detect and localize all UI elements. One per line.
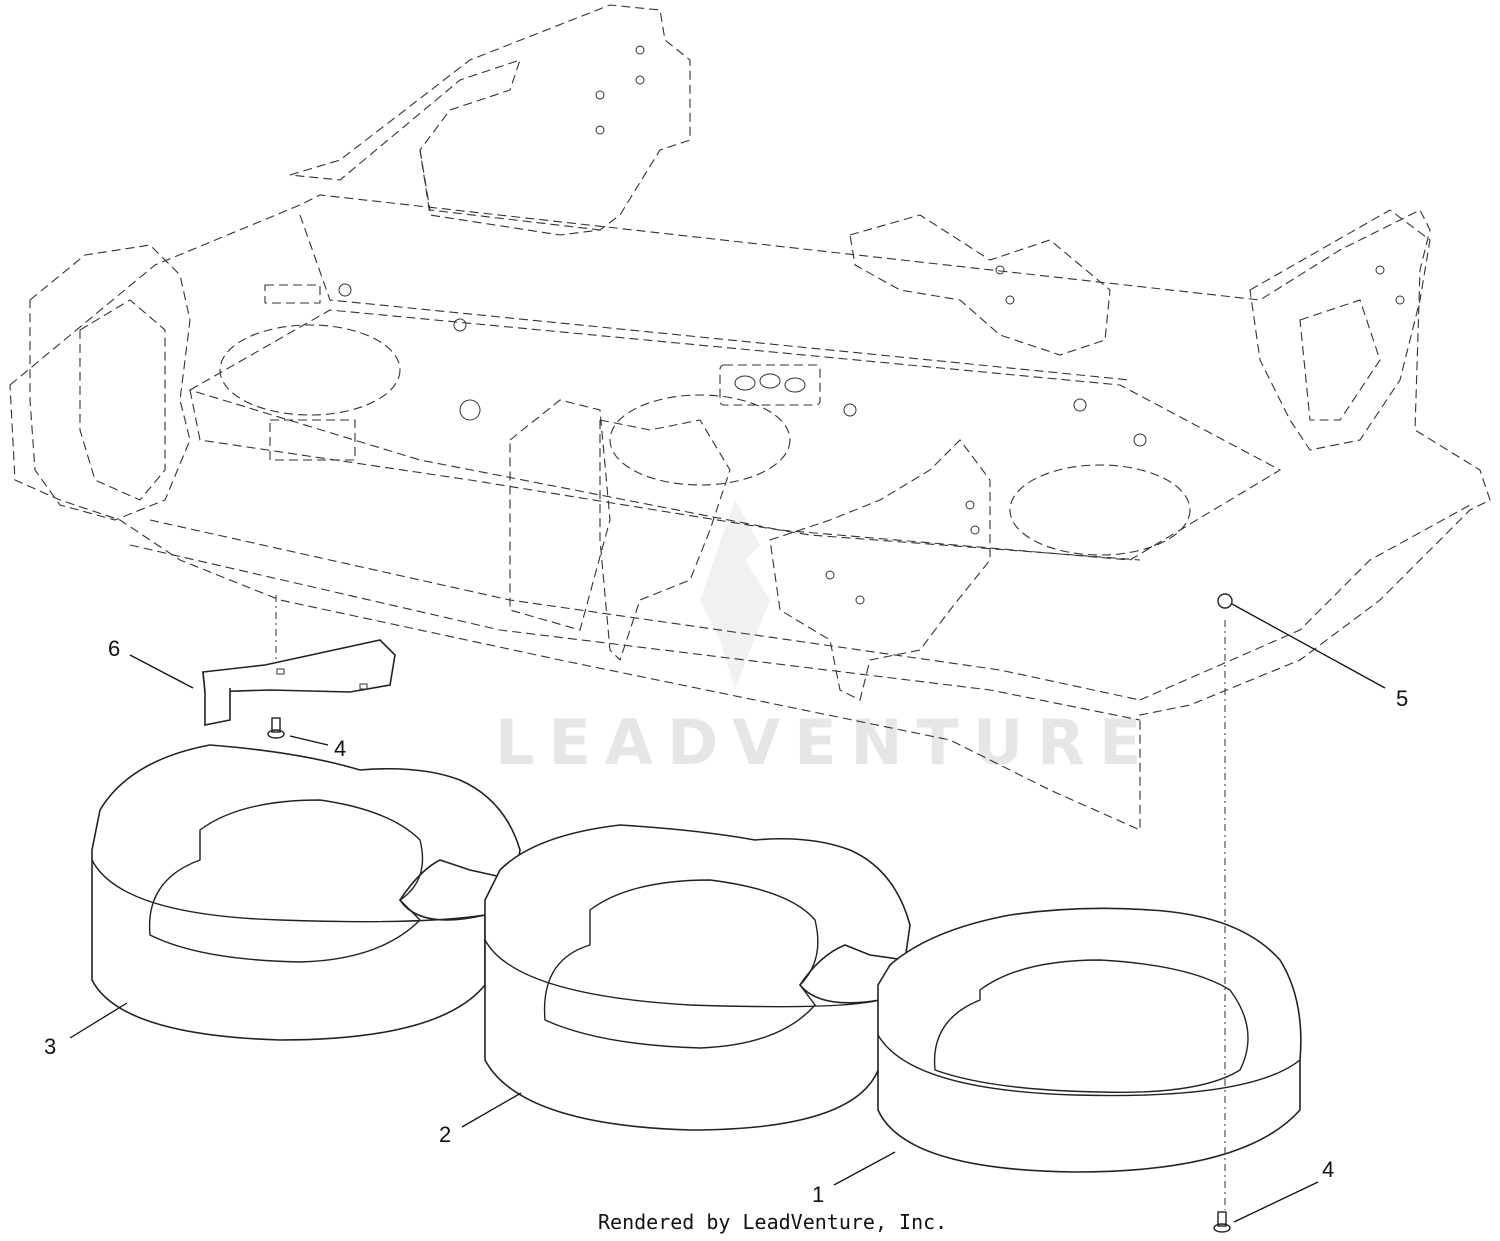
callouts: 6 4 5 3 2 1 4	[44, 603, 1408, 1223]
chamber-baffle-part-2	[484, 824, 911, 1131]
callout-6: 6	[108, 636, 120, 661]
watermark-text: LEADVENTURE	[495, 706, 1155, 779]
bolt-part-4-lower	[1213, 1211, 1231, 1233]
mower-deck-housing	[9, 4, 1491, 831]
callout-4-lower: 4	[1322, 1157, 1334, 1182]
callout-5: 5	[1396, 686, 1408, 711]
callout-4-upper: 4	[334, 736, 346, 761]
nut-part-5	[1217, 593, 1233, 609]
baffle-bracket-part-6	[202, 639, 396, 726]
callout-1: 1	[812, 1182, 824, 1207]
render-credit: Rendered by LeadVenture, Inc.	[598, 1210, 947, 1234]
chamber-baffle-part-3	[91, 744, 521, 1041]
chamber-baffle-part-1	[877, 907, 1302, 1173]
watermark: LEADVENTURE	[495, 500, 1155, 779]
assembly-center-lines	[275, 595, 1226, 1210]
callout-3: 3	[44, 1034, 56, 1059]
deck-holes	[338, 45, 1405, 605]
callout-2: 2	[439, 1122, 451, 1147]
bolt-part-4-upper	[267, 717, 285, 739]
